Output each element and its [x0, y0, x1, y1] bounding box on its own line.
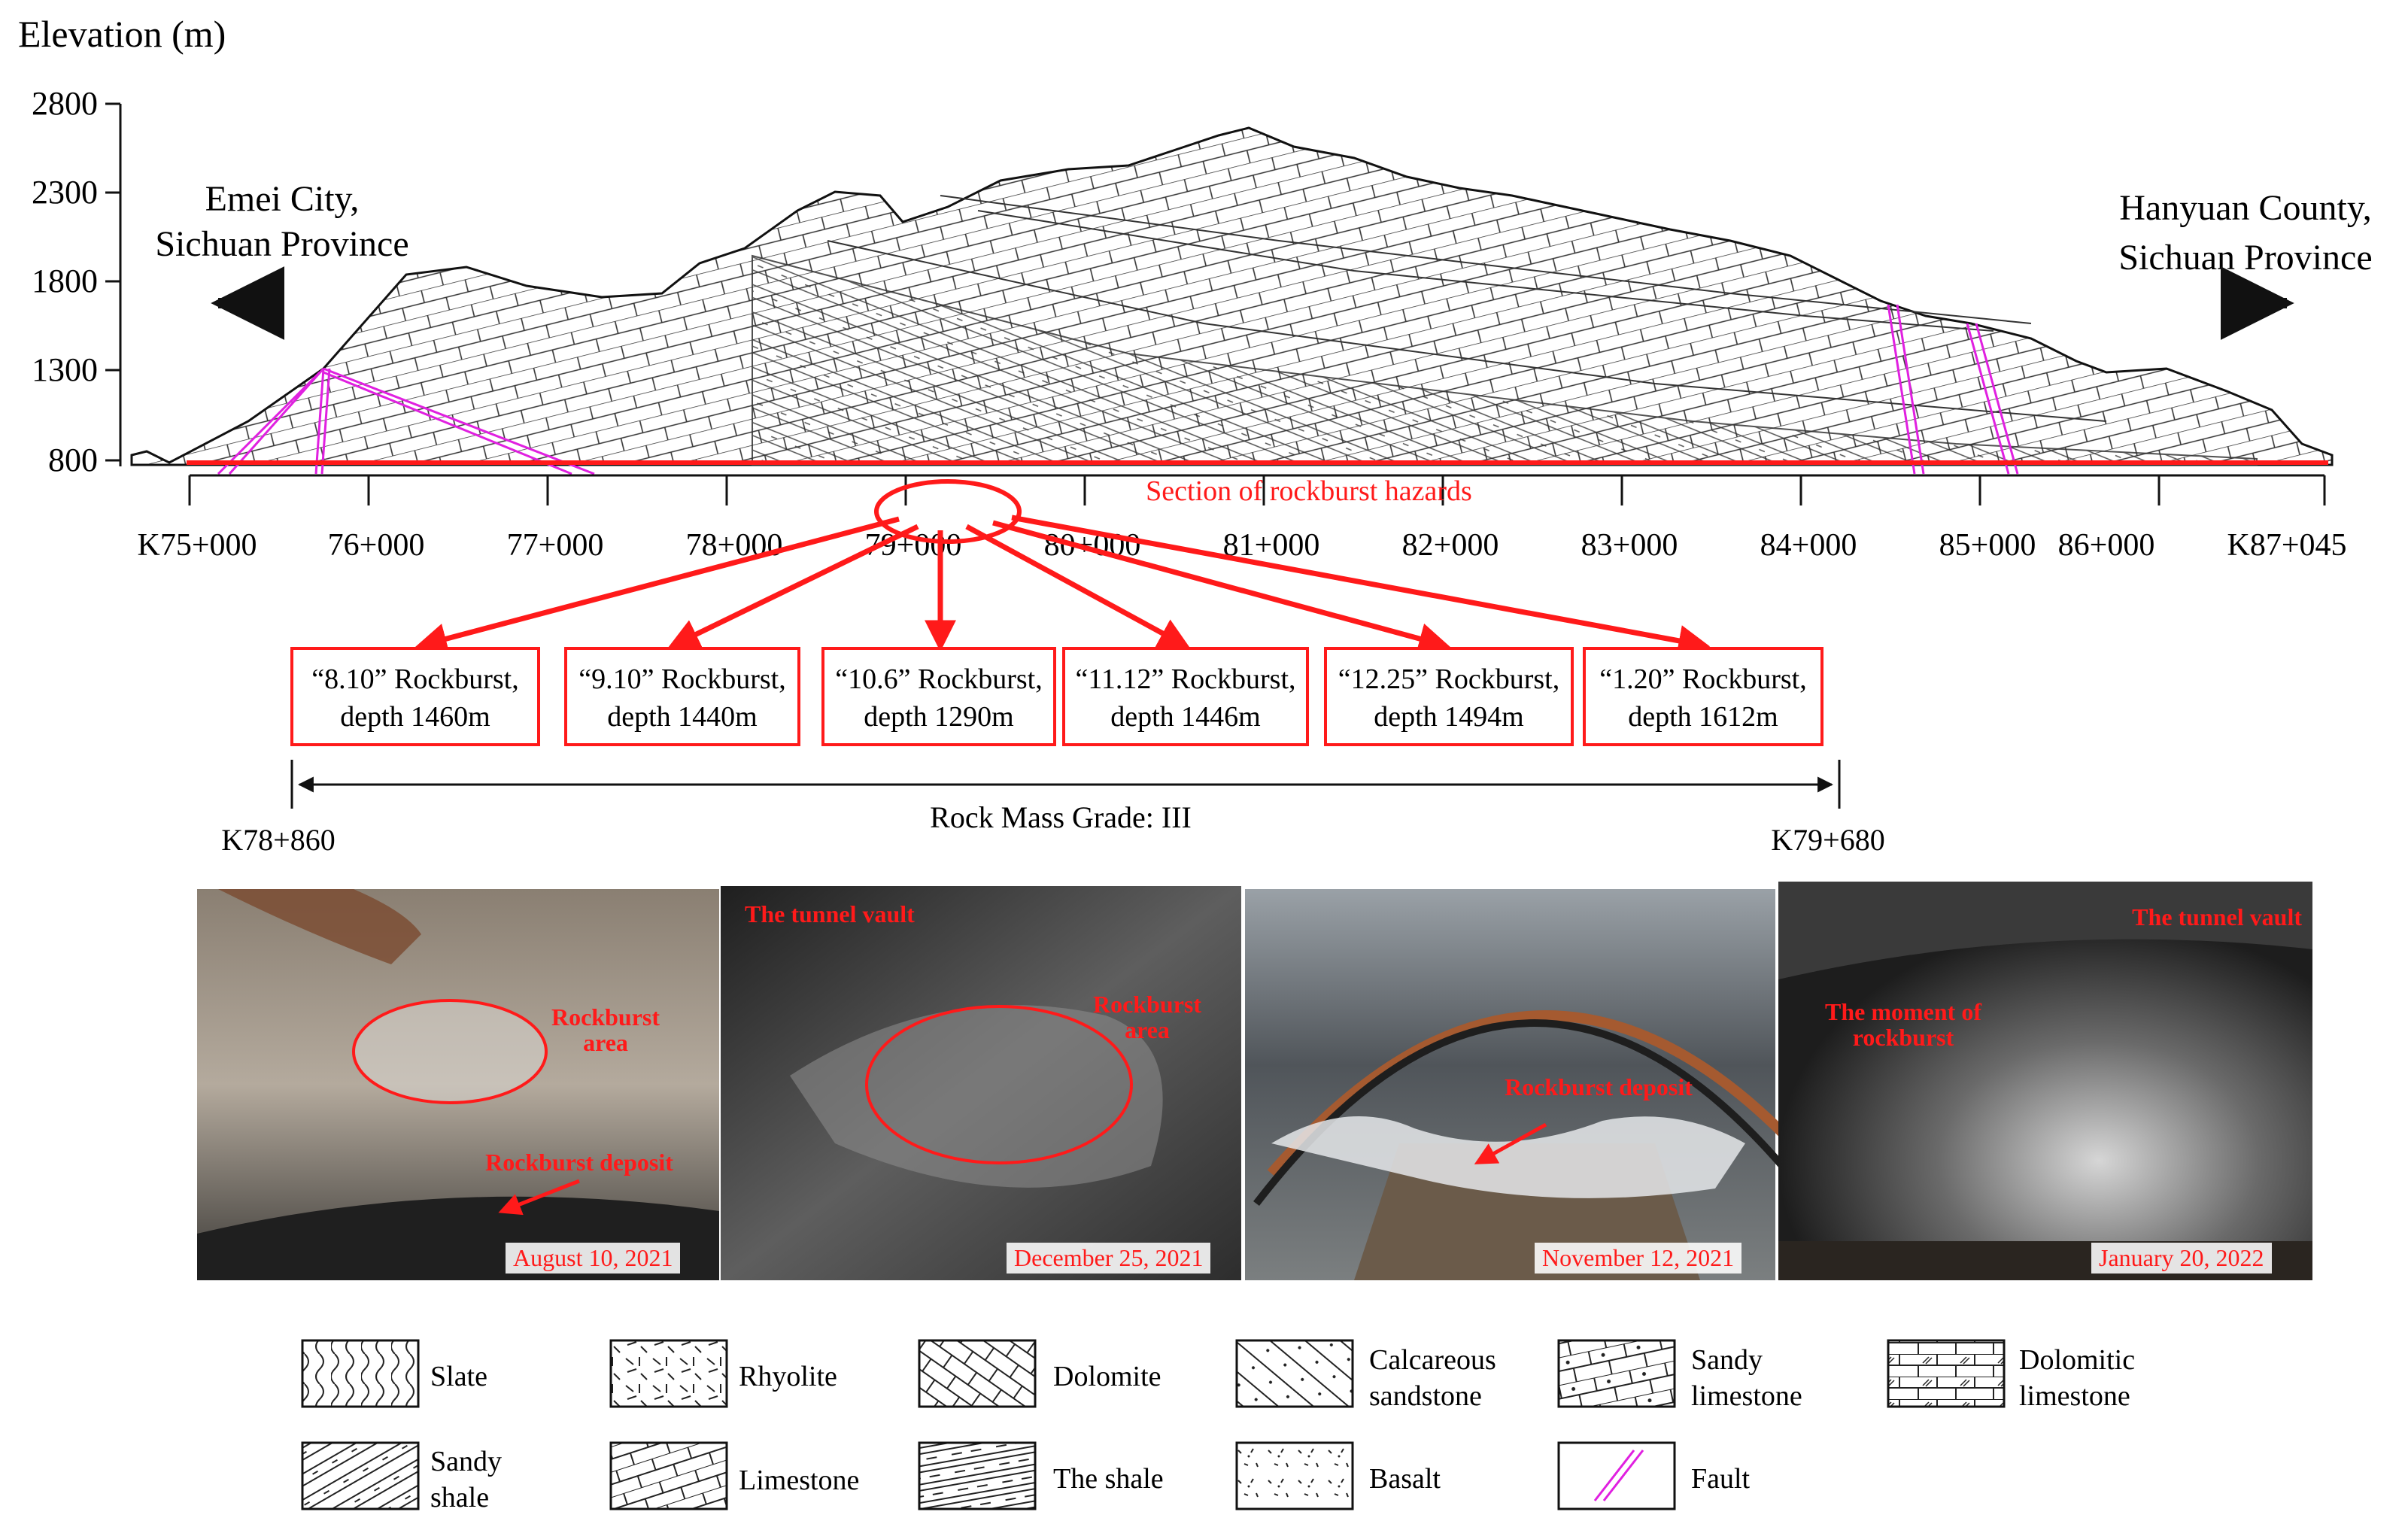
legend-item-calcareous-sandstone: Calcareous sandstone	[1235, 1339, 1496, 1412]
y-tick-label: 2300	[32, 174, 98, 211]
chainage-label: 82+000	[1402, 528, 1499, 563]
event-title: “12.25” Rockburst,	[1338, 663, 1559, 695]
fault-lines	[217, 304, 2019, 475]
legend-item-limestone: Limestone	[609, 1441, 859, 1510]
photo-1-date: August 10, 2021	[506, 1243, 681, 1274]
photo-2	[721, 886, 1241, 1280]
chainage-label: 84+000	[1760, 528, 1857, 563]
event-title: “8.10” Rockburst,	[311, 663, 518, 695]
legend-label: limestone	[1691, 1380, 1802, 1412]
y-tick-label: 800	[48, 442, 98, 478]
legend-label: limestone	[2019, 1380, 2130, 1412]
chainage-label: 83+000	[1581, 528, 1678, 563]
left-destination-line2: Sichuan Province	[155, 224, 408, 264]
event-title: “10.6” Rockburst,	[835, 663, 1042, 695]
hazard-section-ellipse	[874, 479, 1022, 544]
legend-item-fault: Fault	[1557, 1441, 1751, 1510]
legend-label: Calcareous	[1369, 1344, 1496, 1376]
legend-item-slate: Slate	[301, 1339, 487, 1408]
legend-item-sandy-limestone: Sandy limestone	[1557, 1339, 1802, 1412]
photo-2-label-area: Rockburst area	[1092, 991, 1201, 1043]
left-destination-line1: Emei City,	[205, 179, 360, 219]
photo-4-label-moment: The moment of rockburst	[1825, 998, 1981, 1051]
legend-label: Sandy	[1691, 1344, 1763, 1376]
photo-2-label-vault: The tunnel vault	[745, 900, 915, 927]
legend-item-basalt: Basalt	[1235, 1441, 1441, 1510]
event-depth: depth 1290m	[864, 701, 1013, 733]
legend: Slate Rhyolite Dolomite Calcareous sands…	[301, 1339, 2135, 1513]
legend-item-dolomite: Dolomite	[918, 1339, 1161, 1408]
photo-2-date: December 25, 2021	[1007, 1243, 1211, 1274]
chainage-label: 76+000	[328, 528, 425, 563]
event-depth: depth 1460m	[340, 701, 490, 733]
photo-4-date: January 20, 2022	[2091, 1243, 2272, 1274]
y-axis	[105, 102, 122, 466]
event-arrows	[414, 515, 1711, 657]
legend-item-sandy-shale: Sandy shale	[301, 1441, 502, 1513]
photo-3-label-deposit: Rockburst deposit	[1505, 1073, 1693, 1100]
event-boxes: “8.10” Rockburst, depth 1460m “9.10” Roc…	[290, 647, 1823, 746]
chainage-label: 85+000	[1939, 528, 2036, 563]
chainage-label: 77+000	[507, 528, 604, 563]
photo-3	[1245, 889, 1825, 1280]
event-depth: depth 1440m	[607, 701, 757, 733]
photo-1	[197, 889, 719, 1280]
legend-label: Basalt	[1369, 1463, 1441, 1495]
right-destination-line2: Sichuan Province	[2118, 238, 2372, 278]
legend-label: shale	[430, 1482, 489, 1513]
chainage-label: K87+045	[2227, 528, 2346, 563]
legend-label: sandstone	[1369, 1380, 1482, 1412]
legend-label: Fault	[1691, 1463, 1751, 1495]
legend-label: Dolomite	[1053, 1361, 1161, 1392]
legend-label: Sandy	[430, 1446, 502, 1477]
photo-4-label-vault: The tunnel vault	[2132, 903, 2302, 930]
legend-label: Rhyolite	[739, 1361, 837, 1392]
event-depth: depth 1446m	[1110, 701, 1260, 733]
rock-mass-grade: Rock Mass Grade: III	[930, 800, 1192, 834]
photo-4	[1778, 882, 2312, 1280]
legend-label: Dolomitic	[2019, 1344, 2135, 1376]
span-indicator	[290, 760, 1841, 809]
event-title: “11.12” Rockburst,	[1075, 663, 1295, 695]
y-tick-label: 1800	[32, 263, 98, 299]
legend-label: Limestone	[739, 1465, 859, 1496]
event-depth: depth 1494m	[1374, 701, 1523, 733]
y-tick-label: 2800	[32, 85, 98, 122]
legend-item-the-shale: The shale	[918, 1441, 1164, 1510]
hazard-section-label: Section of rockburst hazards	[1146, 475, 1472, 507]
y-tick-label: 1300	[32, 351, 98, 388]
event-depth: depth 1612m	[1628, 701, 1778, 733]
legend-label: Slate	[430, 1361, 487, 1392]
span-end-label: K79+680	[1771, 823, 1884, 857]
right-destination-line1: Hanyuan County,	[2119, 188, 2372, 228]
event-title: “9.10” Rockburst,	[578, 663, 785, 695]
legend-label: The shale	[1053, 1463, 1164, 1495]
chainage-label: 78+000	[686, 528, 783, 563]
event-title: “1.20” Rockburst,	[1599, 663, 1806, 695]
photo-1-label-deposit: Rockburst deposit	[485, 1149, 673, 1176]
photo-1-label-area: Rockburst area	[551, 1003, 660, 1056]
legend-item-dolomitic-limestone: Dolomitic limestone	[1887, 1339, 2135, 1412]
chainage-axis	[188, 474, 2326, 505]
photo-3-date: November 12, 2021	[1535, 1243, 1742, 1274]
span-start-label: K78+860	[221, 823, 335, 857]
y-axis-label: Elevation (m)	[18, 13, 226, 55]
chainage-label: K75+000	[137, 528, 257, 563]
legend-item-rhyolite: Rhyolite	[609, 1339, 837, 1408]
chainage-label: 86+000	[2058, 528, 2155, 563]
